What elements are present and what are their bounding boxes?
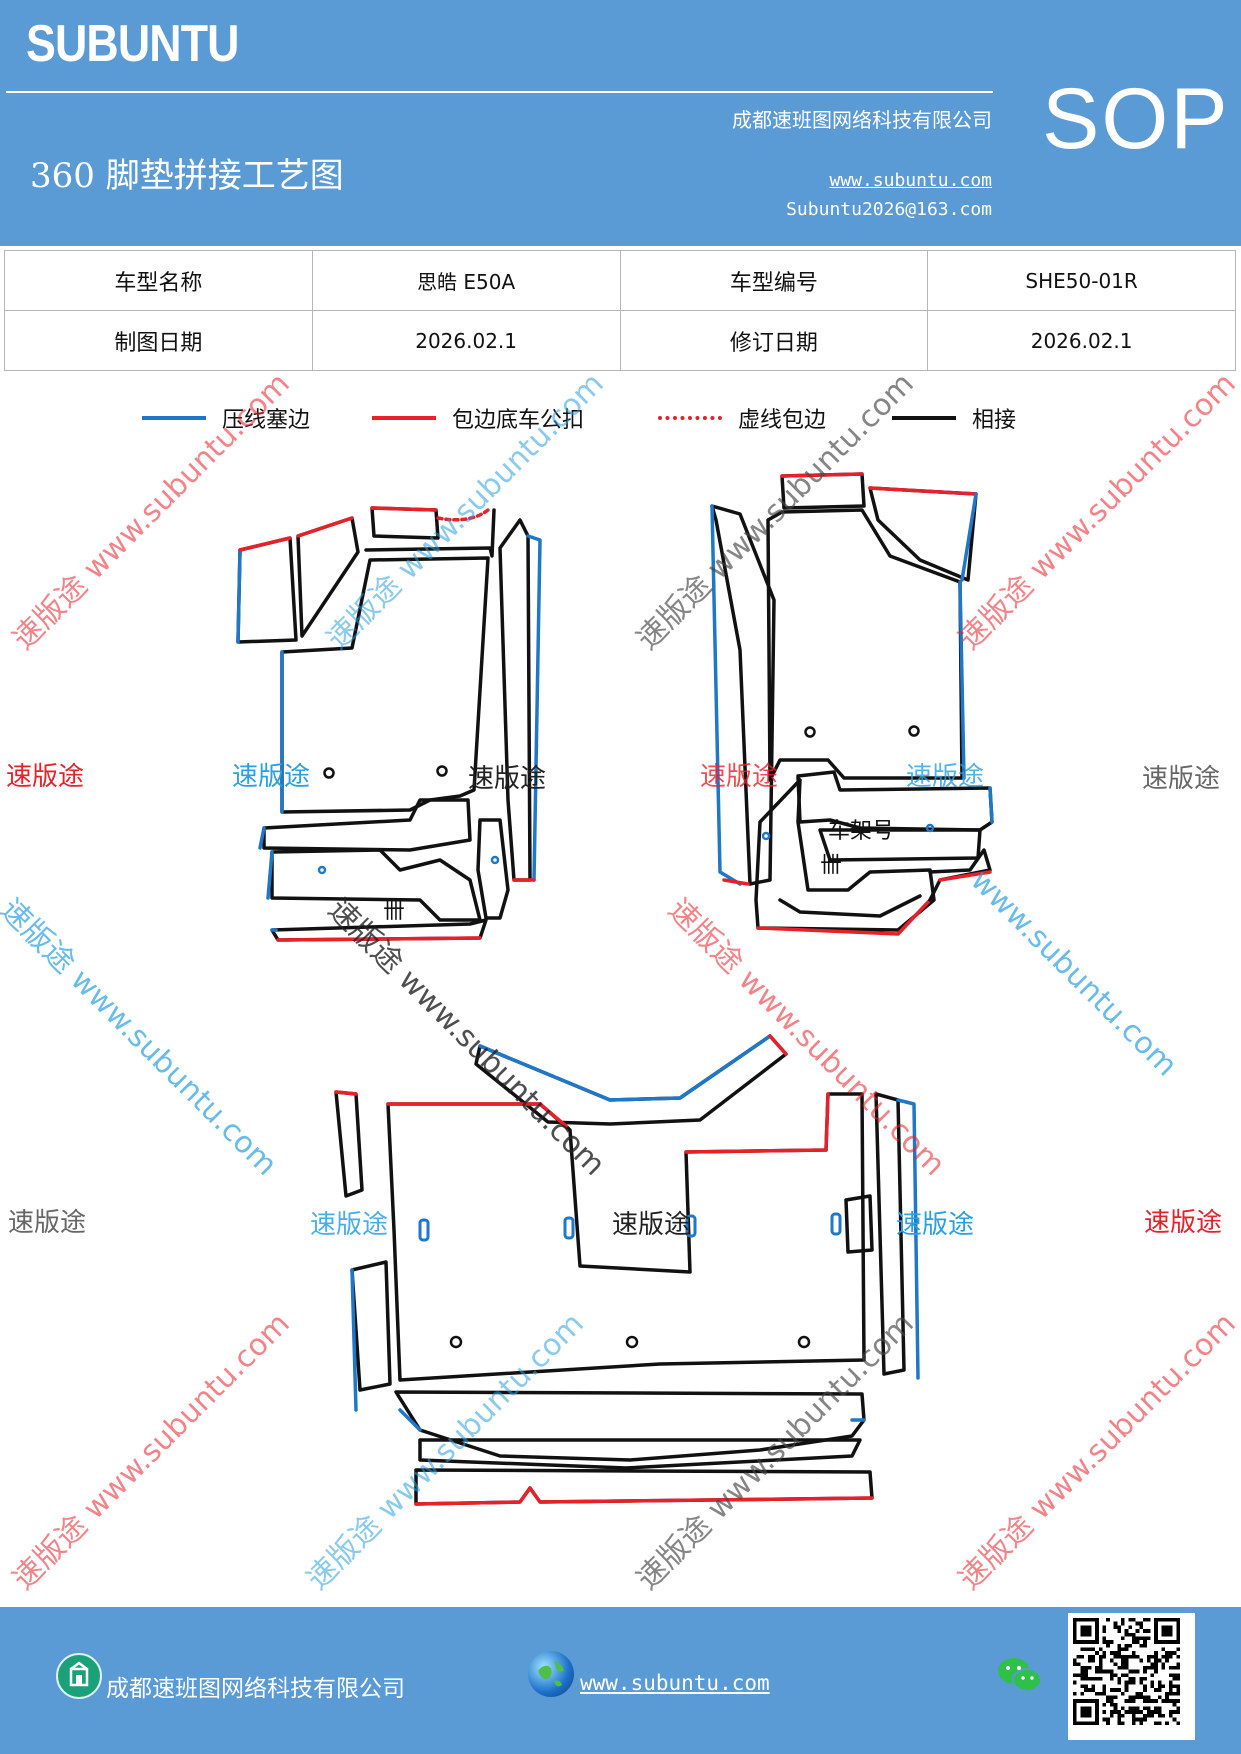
seat-mark-right: 卌 xyxy=(820,853,842,878)
legend-label: 虚线包边 xyxy=(738,408,827,433)
legend-label: 压线塞边 xyxy=(222,408,311,433)
sop-badge: SOP xyxy=(1042,71,1230,167)
legend-swatch-black xyxy=(892,416,956,420)
watermark-text: 速版途 xyxy=(1144,1208,1223,1238)
page-title: 360 脚垫拼接工艺图 xyxy=(30,156,344,196)
rear-mats xyxy=(334,1034,920,1506)
legend-item-join: 相接 xyxy=(892,398,1016,438)
legend-item-press-seam: 压线塞边 xyxy=(142,398,310,438)
watermark-text: 速版途 xyxy=(612,1210,691,1240)
wechat-icon[interactable] xyxy=(996,1655,1044,1697)
legend-label: 相接 xyxy=(972,408,1017,433)
legend-item-dotted-edge: 虚线包边 xyxy=(658,398,826,438)
legend-swatch-red xyxy=(372,416,436,420)
model-code-label: 车型编号 xyxy=(619,250,929,311)
watermark-text: 速版途 xyxy=(232,762,311,792)
seat-mark-left: 卌 xyxy=(383,899,405,924)
watermark-text: 速版途 xyxy=(6,762,85,792)
model-name-value: 思皓 E50A xyxy=(311,250,621,311)
footer-company: 成都速班图网络科技有限公司 xyxy=(106,1676,405,1702)
vehicle-info-table: 车型名称 思皓 E50A 车型编号 SHE50-01R 制图日期 2026.02… xyxy=(4,250,1236,371)
header-divider xyxy=(6,91,993,93)
header-company: 成都速班图网络科技有限公司 xyxy=(732,108,992,132)
legend-label: 包边底车公扣 xyxy=(452,408,585,433)
watermark-text: 速版途 xyxy=(468,764,547,794)
watermark-text: 速版途 xyxy=(700,762,779,792)
qr-code[interactable] xyxy=(1068,1613,1195,1740)
legend-item-edge-buckle: 包边底车公扣 xyxy=(372,398,584,438)
watermark-text: 速版途 xyxy=(906,762,985,792)
legend-swatch-red-dotted xyxy=(658,416,722,420)
globe-icon xyxy=(528,1651,574,1697)
table-row: 车型名称 思皓 E50A 车型编号 SHE50-01R xyxy=(4,250,1236,311)
model-name-label: 车型名称 xyxy=(4,250,313,311)
header-email[interactable]: Subuntu2026@163.com xyxy=(786,199,992,220)
legend-swatch-blue xyxy=(142,416,206,420)
revise-date-value: 2026.02.1 xyxy=(927,310,1236,371)
building-icon xyxy=(56,1653,102,1699)
watermark-text: 速版途 xyxy=(1142,764,1221,794)
brand-logo: SUBUNTU xyxy=(26,15,239,73)
front-right-mats xyxy=(710,472,994,936)
draw-date-label: 制图日期 xyxy=(4,310,313,371)
frame-number-label: 车架号 xyxy=(828,819,894,844)
table-row: 制图日期 2026.02.1 修订日期 2026.02.1 xyxy=(4,310,1236,371)
watermark-text: 速版途 xyxy=(310,1210,389,1240)
watermark-text: 速版途 xyxy=(896,1210,975,1240)
floor-mat-diagram: 车架号 卌 卌 xyxy=(236,472,994,1506)
revise-date-label: 修订日期 xyxy=(619,310,929,371)
footer-banner: 成都速班图网络科技有限公司 www.subuntu.com xyxy=(0,1607,1241,1754)
draw-date-value: 2026.02.1 xyxy=(311,310,621,371)
model-code-value: SHE50-01R xyxy=(927,250,1236,311)
footer-website-link[interactable]: www.subuntu.com xyxy=(580,1671,770,1695)
header-banner: SUBUNTU 成都速班图网络科技有限公司 360 脚垫拼接工艺图 www.su… xyxy=(0,0,1241,246)
front-left-mats xyxy=(236,506,542,942)
legend: 压线塞边 包边底车公扣 虚线包边 相接 xyxy=(0,398,1241,448)
header-website-link[interactable]: www.subuntu.com xyxy=(829,170,992,191)
watermark-text: 速版途 xyxy=(8,1208,87,1238)
